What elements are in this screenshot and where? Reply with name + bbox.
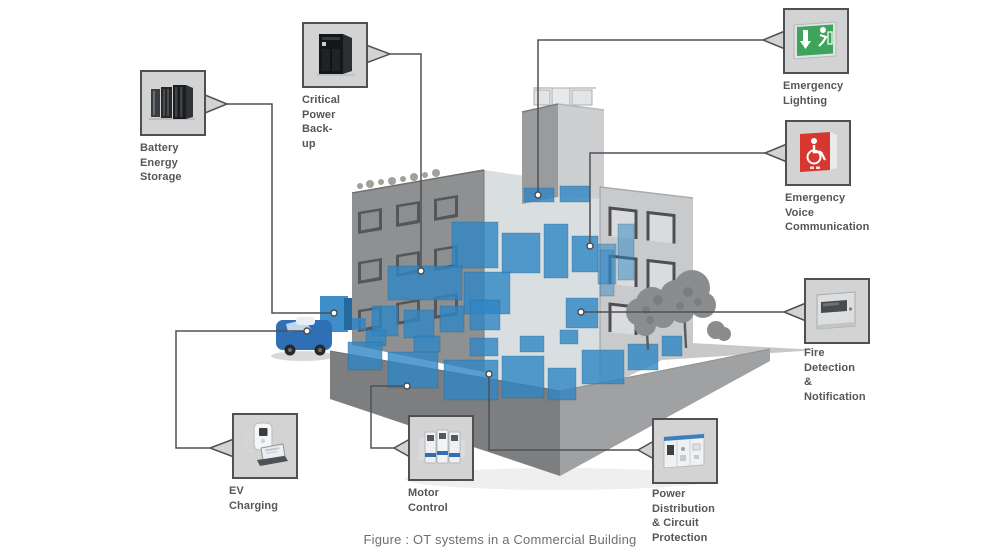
callout-box xyxy=(408,415,474,481)
trees xyxy=(626,270,731,351)
pointer-emergency-voice xyxy=(763,142,788,164)
callout-box xyxy=(783,8,849,74)
pointer-ev-charging xyxy=(207,437,235,459)
connector-emergency-voice xyxy=(589,152,765,246)
callout-box xyxy=(232,413,298,479)
callout-box xyxy=(140,70,206,136)
ev-charger-icon xyxy=(244,422,288,466)
fire-alarm-panel-icon xyxy=(816,291,856,330)
blue-equipment xyxy=(347,185,683,401)
pointer-battery xyxy=(204,93,229,115)
callout-label: Battery Energy Storage xyxy=(140,142,182,184)
connector-lines xyxy=(175,39,784,451)
exit-sign-icon xyxy=(793,21,837,60)
ups-cabinet-icon xyxy=(317,34,355,76)
connector-emergency-lighting xyxy=(537,39,763,195)
battery-cabinets-icon xyxy=(149,85,195,120)
connector-ev-charging xyxy=(175,330,307,449)
callout-label: Power Distribution & Circuit Protection xyxy=(652,488,715,544)
roof-tower xyxy=(521,87,605,204)
connector-critical-power xyxy=(390,53,422,271)
callout-box xyxy=(785,120,851,186)
callout-box xyxy=(302,22,368,88)
voice-alarm-panel-icon xyxy=(800,132,837,172)
callout-label: Motor Control xyxy=(408,487,448,514)
left-windows xyxy=(358,195,458,332)
pointer-fire-detection xyxy=(782,301,807,323)
van-shadow xyxy=(271,351,335,361)
callout-box xyxy=(652,418,718,484)
callout-label: Emergency Voice Communication xyxy=(785,192,870,234)
switchgear-icon xyxy=(663,433,705,469)
motor-drives-icon xyxy=(419,429,465,464)
pointer-emergency-lighting xyxy=(761,29,786,51)
pointer-critical-power xyxy=(365,43,393,65)
connector-dots xyxy=(303,191,594,390)
rooftop-plants xyxy=(357,169,440,189)
callout-box xyxy=(804,278,870,344)
figure-caption: Figure : OT systems in a Commercial Buil… xyxy=(363,532,637,547)
callout-label: Fire Detection & Notification xyxy=(804,347,866,403)
callout-label: EV Charging xyxy=(229,485,279,512)
connector-motor-control xyxy=(370,385,407,449)
ev-van xyxy=(276,317,332,356)
connector-battery xyxy=(227,103,334,314)
callout-label: Critical Power Back-up xyxy=(302,94,341,150)
ground-shadow xyxy=(405,468,715,490)
callout-label: Emergency Lighting xyxy=(783,80,844,107)
connector-power-distribution xyxy=(488,374,638,451)
